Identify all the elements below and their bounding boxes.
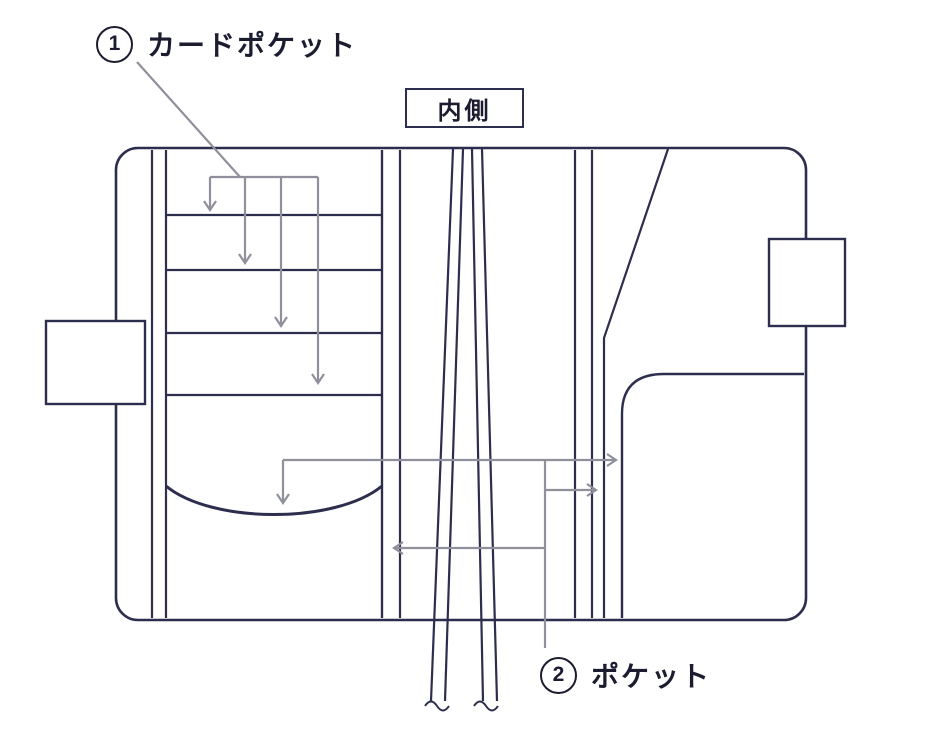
strap-left-break-mark <box>424 700 450 712</box>
card-pocket-arrows <box>203 175 325 385</box>
circled-number-1: 1 <box>96 25 133 63</box>
card-pocket-leader-line <box>136 61 241 178</box>
bottom-curved-pocket <box>165 484 383 516</box>
right-pocket <box>620 372 804 618</box>
left-tab <box>44 319 147 406</box>
flap-diagonal-line <box>602 148 670 618</box>
pocket-arrows <box>276 453 618 648</box>
strap-left <box>424 148 465 712</box>
inner-side-label: 内側 <box>405 88 524 128</box>
circled-number-2: 2 <box>540 656 577 694</box>
card-pocket-panel <box>164 150 384 618</box>
strap-right <box>470 148 499 712</box>
strap-right-break-mark <box>473 700 499 712</box>
pocket-label: 2 ポケット <box>540 655 711 695</box>
pocket-label-text: ポケット <box>591 661 712 692</box>
right-tab <box>767 237 847 328</box>
right-fold-lines <box>573 148 670 618</box>
card-pocket-label: 1 カードポケット <box>96 24 357 64</box>
card-pocket-label-text: カードポケット <box>147 30 358 61</box>
spine-lines <box>380 150 402 618</box>
